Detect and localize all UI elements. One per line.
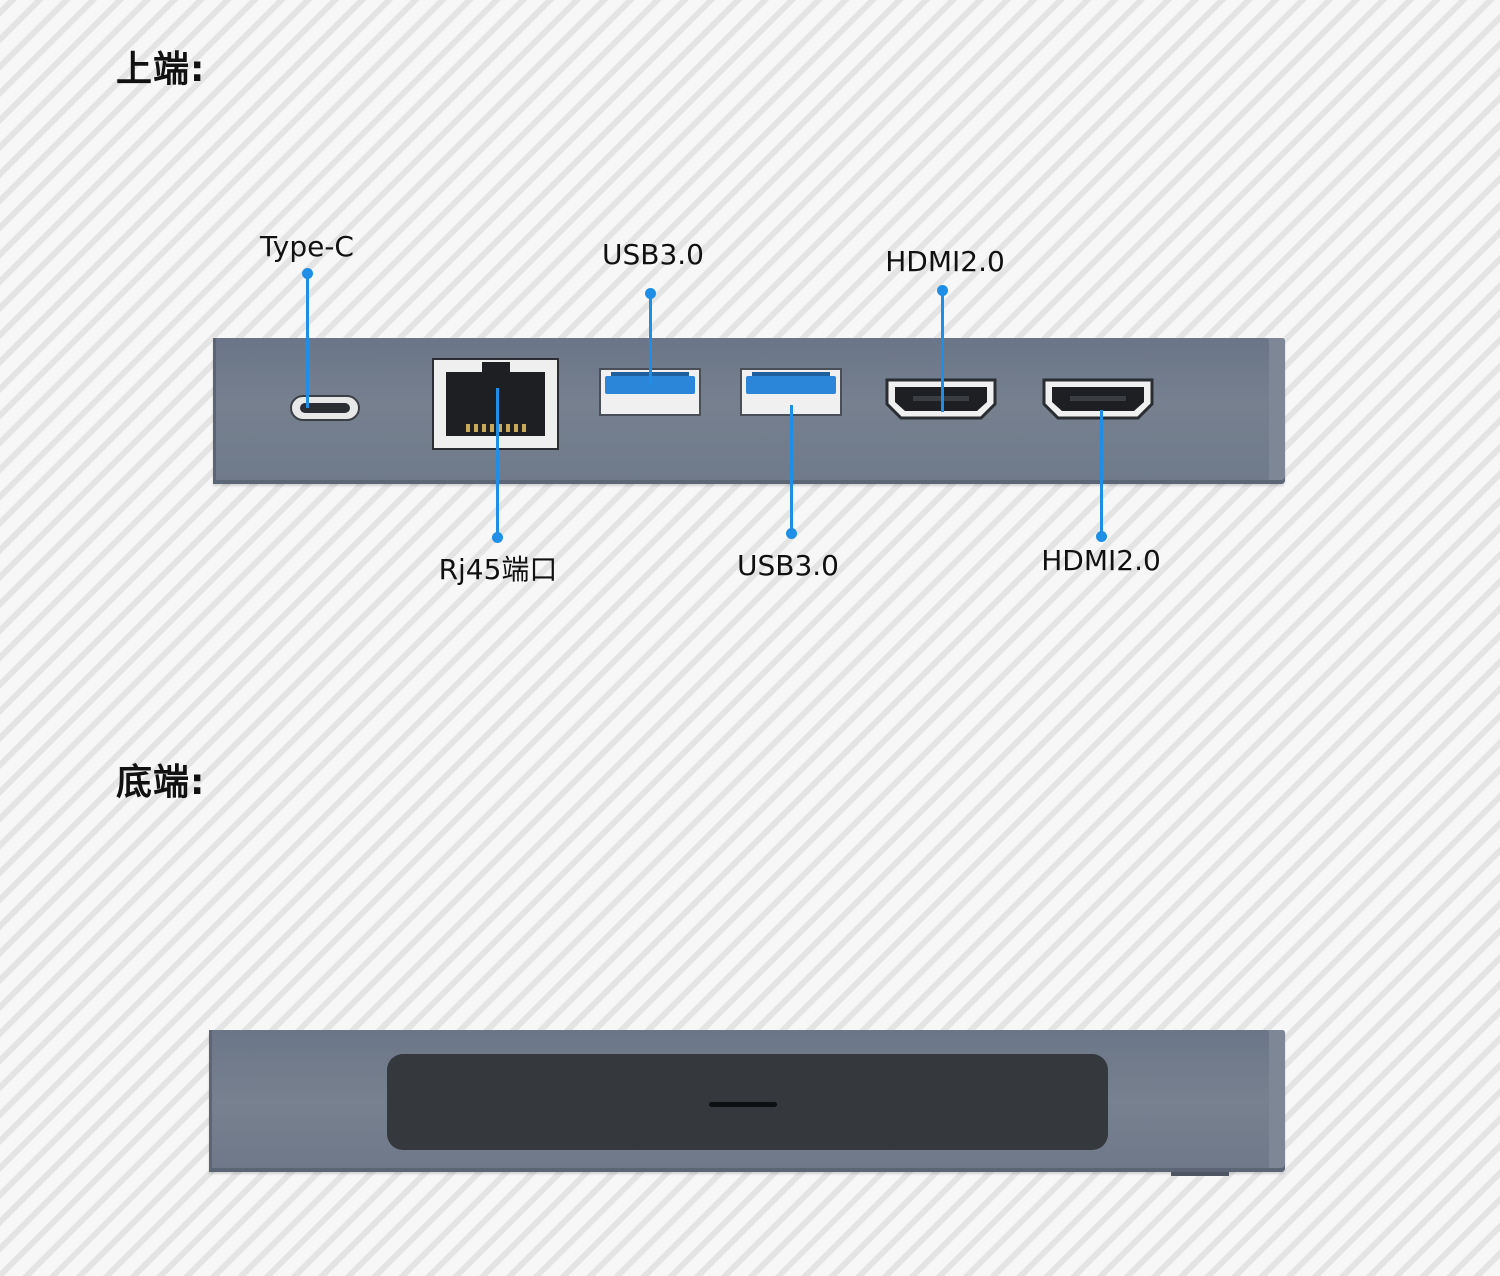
bottom-section-title: 底端: (116, 762, 206, 803)
type-c-label: Type-C (260, 230, 354, 263)
hdmi-port-2 (1040, 376, 1156, 422)
type-c-port (290, 395, 360, 421)
rj45-callout-line (496, 388, 499, 538)
rj45-label: Rj45端口 (438, 553, 558, 586)
rj45-callout-dot (492, 532, 503, 543)
type-c-callout-line (306, 273, 309, 408)
bottom-foot (1171, 1172, 1229, 1176)
top-section-title: 上端: (116, 49, 206, 90)
hdmi-2-callout-line (1100, 410, 1103, 537)
hdmi-2-callout-dot (1096, 531, 1107, 542)
rj45-port (432, 358, 559, 450)
usb-1-callout-line (649, 293, 652, 385)
bottom-slot (709, 1102, 777, 1107)
hdmi-1-label: HDMI2.0 (885, 245, 1005, 278)
usb-2-callout-line (790, 405, 793, 535)
usb-1-label: USB3.0 (601, 238, 705, 271)
bottom-panel (387, 1054, 1108, 1150)
device-top-side (213, 338, 1285, 484)
usb-2-label: USB3.0 (736, 549, 840, 582)
hdmi-1-callout-line (941, 290, 944, 412)
usb-2-callout-dot (786, 528, 797, 539)
hdmi-2-label: HDMI2.0 (1041, 544, 1161, 577)
device-bottom-side (209, 1030, 1285, 1176)
